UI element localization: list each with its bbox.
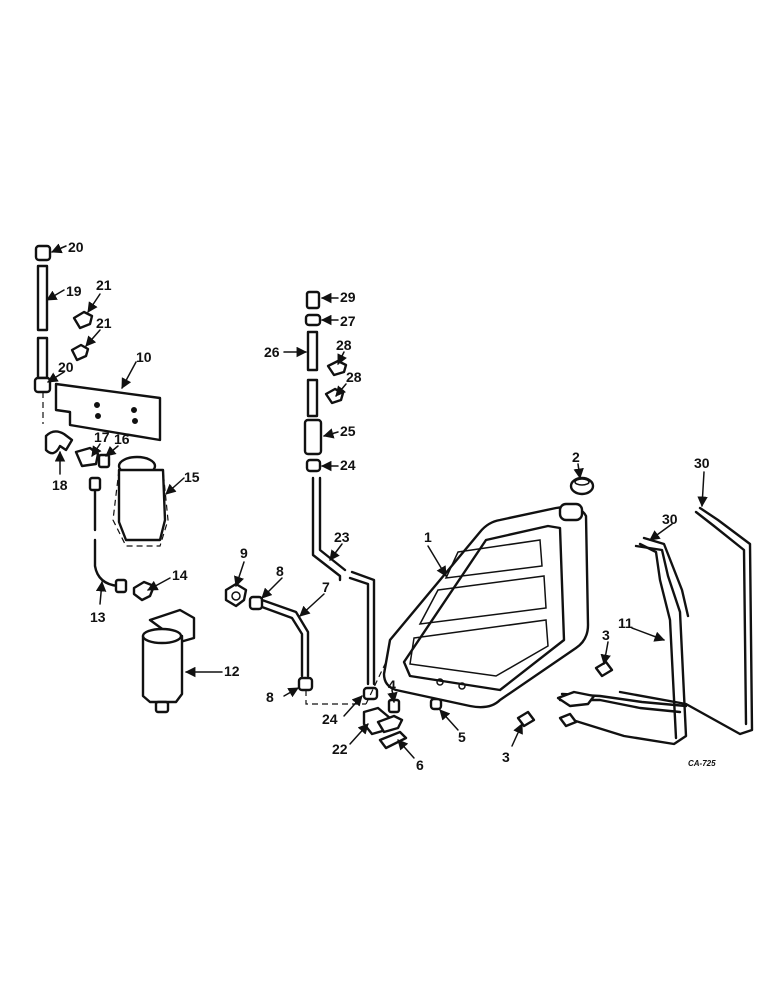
callout-1: 1 — [424, 529, 432, 545]
filter-element-15 — [112, 455, 169, 547]
callout-30-right: 30 — [694, 455, 710, 471]
callout-28-lower: 28 — [346, 369, 362, 385]
callout-29: 29 — [340, 289, 356, 305]
fitting-29 — [305, 290, 321, 310]
drawing-code: CA-725 — [688, 759, 716, 768]
callout-10: 10 — [136, 349, 152, 365]
callout-26: 26 — [264, 344, 280, 360]
callout-14: 14 — [172, 567, 188, 583]
nut-8-lower — [297, 676, 314, 692]
callout-24-upper: 24 — [340, 457, 356, 473]
callout-18: 18 — [52, 477, 68, 493]
callout-23: 23 — [334, 529, 350, 545]
strap-30-mid — [642, 536, 690, 618]
clip-28-upper — [326, 359, 348, 377]
hose-13 — [88, 476, 128, 594]
callout-24-lower: 24 — [322, 711, 338, 727]
callout-11: 11 — [618, 615, 633, 631]
tube-26 — [306, 330, 319, 418]
nut-24-upper — [305, 458, 322, 473]
fuel-tank-1 — [382, 502, 590, 709]
callout-2: 2 — [572, 449, 580, 465]
callout-20-top: 20 — [68, 239, 84, 255]
line-23 — [311, 476, 376, 686]
clip-21-upper — [72, 310, 94, 330]
callout-28-upper: 28 — [336, 337, 352, 353]
callout-25: 25 — [340, 423, 356, 439]
callout-21-lower: 21 — [96, 315, 112, 331]
callout-9: 9 — [240, 545, 248, 561]
callout-6: 6 — [416, 757, 424, 773]
callout-16: 16 — [114, 431, 130, 447]
tube-19 — [36, 264, 49, 380]
bracket-10 — [54, 382, 162, 442]
callout-27: 27 — [340, 313, 356, 329]
callout-20-bottom: 20 — [58, 359, 74, 375]
filter-12 — [141, 608, 196, 714]
nut-8-upper — [248, 595, 264, 611]
callout-3-upper: 3 — [602, 627, 610, 643]
fuel-cap-2 — [569, 476, 595, 496]
nut-27 — [304, 313, 322, 327]
callout-30-mid: 30 — [662, 511, 678, 527]
sleeve-25 — [303, 418, 323, 456]
clip-21-lower — [70, 343, 90, 362]
callout-5: 5 — [458, 729, 466, 745]
callout-13: 13 — [90, 609, 106, 625]
pad-3-lower — [516, 710, 536, 728]
callout-17: 17 — [94, 429, 110, 445]
callout-4: 4 — [388, 677, 396, 693]
drain-cock-6 — [378, 730, 408, 750]
callout-7: 7 — [322, 579, 330, 595]
elbow-14 — [132, 580, 156, 602]
elbow-18 — [44, 430, 74, 455]
callout-21-upper: 21 — [96, 277, 112, 293]
leader-arrows — [46, 243, 708, 759]
callout-12: 12 — [224, 663, 240, 679]
nut-20-top — [34, 244, 52, 262]
elbow-9 — [224, 582, 248, 608]
strap-11 — [556, 542, 688, 746]
line-7 — [260, 598, 310, 678]
nut-20-bottom — [33, 376, 52, 394]
callout-3-lower: 3 — [502, 749, 510, 765]
callout-19: 19 — [66, 283, 82, 299]
strap-30-right — [618, 506, 754, 736]
connector-17-16 — [74, 446, 111, 469]
callout-15: 15 — [184, 469, 200, 485]
assembly-line-center — [305, 661, 387, 705]
callout-22: 22 — [332, 741, 348, 757]
callout-8-upper: 8 — [276, 563, 284, 579]
callout-8-lower: 8 — [266, 689, 274, 705]
